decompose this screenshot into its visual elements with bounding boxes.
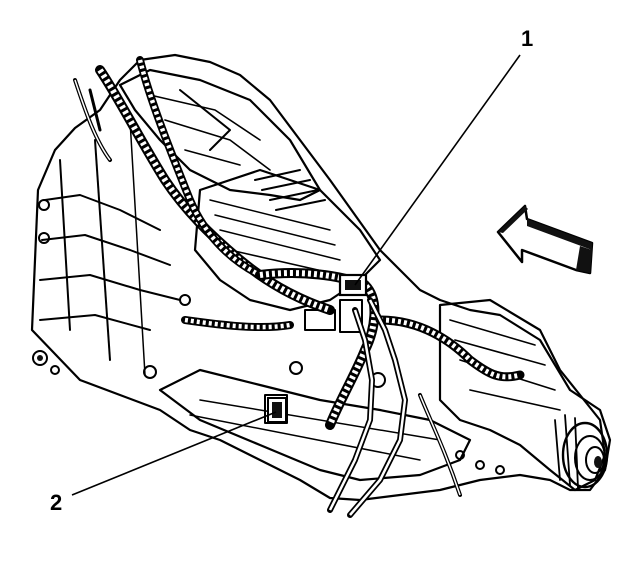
callout-2-label: 2 <box>50 490 62 515</box>
cooler-lines <box>73 78 462 518</box>
wiring-harness <box>95 56 525 430</box>
callout-2: 2 <box>50 411 277 515</box>
transmission-assembly <box>30 53 612 518</box>
harness-bracket <box>267 397 287 423</box>
harness-connector <box>338 273 368 297</box>
callout-1: 1 <box>354 26 533 286</box>
direction-arrow <box>496 204 594 275</box>
callout-1-label: 1 <box>521 26 533 51</box>
